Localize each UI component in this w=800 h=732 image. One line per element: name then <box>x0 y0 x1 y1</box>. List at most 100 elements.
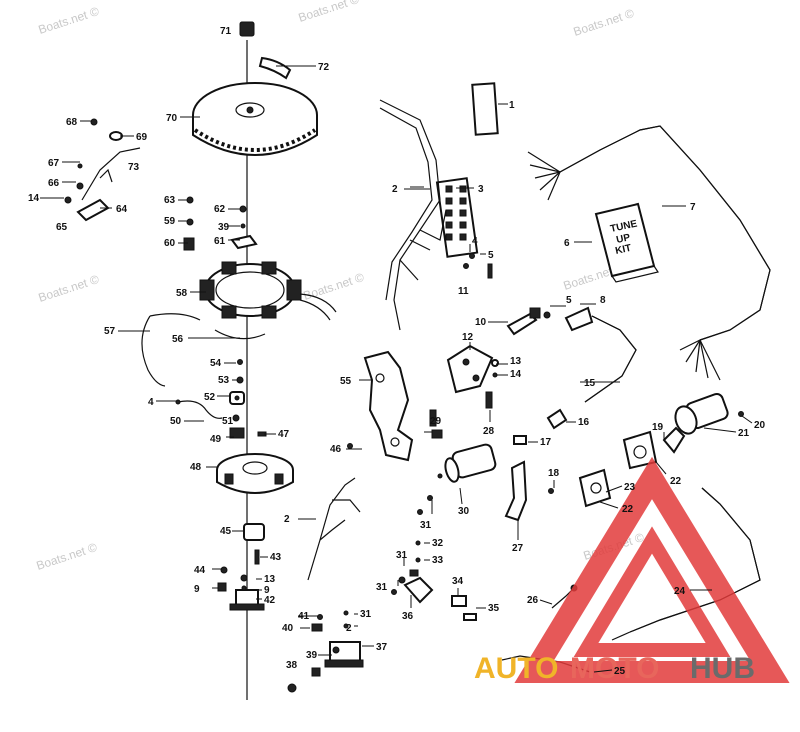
callout-label: 17 <box>540 437 552 448</box>
callout-labels: 1 2 3 4 5 6 7 8 9 10 11 12 13 14 15 16 1… <box>28 26 766 677</box>
callout-label: 24 <box>674 586 686 597</box>
callout-label: 8 <box>600 295 606 306</box>
switch-bracket <box>391 569 434 604</box>
rectifier-block <box>446 344 494 394</box>
callout-label: 46 <box>330 444 342 455</box>
leader-lines <box>40 65 753 673</box>
callout-label: 31 <box>360 609 372 620</box>
callout-label: 52 <box>204 392 216 403</box>
ignition-key-switch <box>662 392 744 454</box>
watermark: Boats.net © <box>37 4 101 37</box>
callout-label: 30 <box>458 506 470 517</box>
callout-label: 23 <box>624 482 636 493</box>
flywheel <box>192 82 318 156</box>
callout-label: 45 <box>220 526 232 537</box>
callout-label: 53 <box>218 375 230 386</box>
callout-label: 15 <box>584 378 596 389</box>
callout-label: 70 <box>166 113 178 124</box>
callout-label: 48 <box>190 462 202 473</box>
terminal-part <box>451 595 467 607</box>
watermark: Boats.net © <box>37 272 101 305</box>
callout-label: 9 <box>194 584 200 595</box>
callout-label: 3 <box>478 184 484 195</box>
callout-label: 73 <box>128 162 140 173</box>
callout-label: 51 <box>222 416 234 427</box>
callout-label: 68 <box>66 117 78 128</box>
kit-box-label-line3: KIT <box>614 243 632 257</box>
terminal-block <box>435 177 479 258</box>
callout-label: 59 <box>164 216 176 227</box>
timer-base-plate <box>216 453 294 494</box>
clamp-part <box>504 460 528 522</box>
mounting-bracket <box>363 350 414 462</box>
callout-label: 43 <box>270 552 282 563</box>
callout-label: 2 <box>392 184 398 195</box>
callout-label: 5 <box>488 250 494 261</box>
automotohub-logo: AUTO MOTO HUB <box>474 456 790 685</box>
callout-label: 62 <box>214 204 226 215</box>
callout-label: 67 <box>48 158 60 169</box>
callout-label: 20 <box>754 420 766 431</box>
callout-label: 50 <box>170 416 182 427</box>
callout-label: 37 <box>376 642 388 653</box>
key-plate-part <box>258 56 292 80</box>
watermark: Boats.net © <box>35 540 99 573</box>
screw-part <box>77 163 83 169</box>
callout-label: 54 <box>210 358 222 369</box>
callout-label: 39 <box>218 222 230 233</box>
callout-label: 32 <box>432 538 444 549</box>
kit-box-label-line2: UP <box>615 232 631 246</box>
callout-label: 21 <box>738 428 750 439</box>
callout-label: 49 <box>210 434 222 445</box>
callout-label: 56 <box>172 334 184 345</box>
screw-part <box>64 196 72 204</box>
callout-label: 47 <box>278 429 290 440</box>
stator-assembly <box>199 261 337 321</box>
coil-block <box>229 574 265 611</box>
callout-label: 36 <box>402 611 414 622</box>
callout-label: 34 <box>452 576 464 587</box>
connector-plug <box>506 307 541 336</box>
callout-label: 55 <box>340 376 352 387</box>
callout-label: 35 <box>488 603 500 614</box>
callout-label: 10 <box>475 317 487 328</box>
callout-label: 11 <box>458 286 469 297</box>
callout-label: 28 <box>483 426 495 437</box>
bushing-part <box>243 523 265 541</box>
tune-up-kit-box: TUNE UP KIT <box>594 202 659 283</box>
bracket-part <box>76 198 110 222</box>
wire-lead <box>99 168 113 183</box>
callout-label: 69 <box>136 132 148 143</box>
callout-label: 58 <box>176 288 188 299</box>
callout-label: 7 <box>690 202 696 213</box>
callout-label: 16 <box>578 417 590 428</box>
callout-label: 4 <box>472 236 478 247</box>
callout-label: 14 <box>28 193 40 204</box>
callout-label: 2 <box>284 514 290 525</box>
callout-label: 13 <box>510 356 522 367</box>
wire-lead <box>81 147 141 201</box>
watermark: Boats.net © <box>297 0 361 25</box>
flywheel-nut <box>239 21 255 37</box>
wire-lead <box>141 315 166 387</box>
callout-label: 63 <box>164 195 176 206</box>
callout-label: 22 <box>622 504 634 515</box>
callout-label: 27 <box>512 543 524 554</box>
callout-label: 4 <box>148 397 154 408</box>
callout-label: 1 <box>509 100 515 111</box>
main-wire-harness <box>527 125 771 381</box>
callout-label: 12 <box>462 332 474 343</box>
decal-strip <box>471 82 499 136</box>
callout-label: 19 <box>652 422 664 433</box>
callout-label: 9 <box>264 585 270 596</box>
callout-label: 33 <box>432 555 444 566</box>
callout-label: 31 <box>420 520 432 531</box>
screw-part <box>76 182 84 190</box>
callout-label: 72 <box>318 62 330 73</box>
logo-text-auto: AUTO <box>474 652 558 685</box>
watermark: Boats.net © <box>572 6 636 39</box>
solenoid-cylinder <box>417 443 497 515</box>
logo-text-hub: HUB <box>690 652 755 685</box>
callout-label: 65 <box>56 222 68 233</box>
